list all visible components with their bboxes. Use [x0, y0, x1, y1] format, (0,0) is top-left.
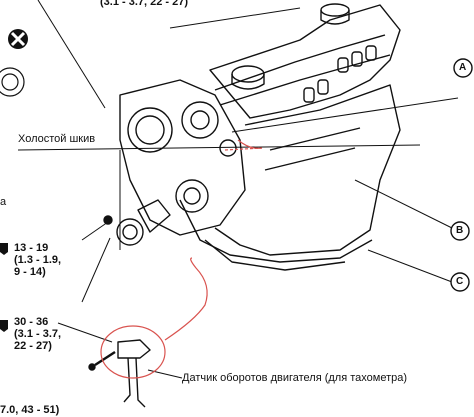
- engine-block: [88, 3, 401, 408]
- torque-spec-sensor: 30 - 36 (3.1 - 3.7, 22 - 27): [14, 316, 61, 352]
- torque-spec-top: (3.1 - 3.7, 22 - 27): [100, 0, 188, 8]
- callout-a: A: [459, 62, 467, 73]
- torque-top-line: (3.1 - 3.7, 22 - 27): [100, 0, 189, 8]
- prohibited-icon: [8, 29, 28, 49]
- leader-lines: [17, 0, 459, 379]
- torque-sensor-nm: 30 - 36: [14, 316, 49, 328]
- torque-idler-kgm: (1.3 - 1.9,: [14, 254, 62, 266]
- gasket-part: [0, 67, 25, 97]
- callout-b: B: [456, 225, 464, 236]
- torque-idler-ftlb: 9 - 14): [14, 266, 46, 278]
- idler-pulley-label: Холостой шкив: [18, 133, 96, 145]
- torque-bottom-line: 7.0, 43 - 51): [0, 404, 60, 416]
- torque-sensor-kgm: (3.1 - 3.7,: [14, 328, 62, 340]
- torque-spec-idler: 13 - 19 (1.3 - 1.9, 9 - 14): [14, 242, 61, 278]
- speed-sensor-label: Датчик оборотов двигателя (для тахометра…: [182, 372, 408, 384]
- torque-wrench-icon: [0, 243, 8, 332]
- sensor-highlight: [100, 139, 263, 379]
- torque-spec-bottom: 7.0, 43 - 51): [0, 404, 59, 416]
- callout-c: C: [456, 276, 464, 287]
- left-edge-text: a: [0, 196, 7, 208]
- torque-sensor-ftlb: 22 - 27): [14, 340, 52, 352]
- callout-markers: [450, 58, 473, 292]
- torque-idler-nm: 13 - 19: [14, 242, 49, 254]
